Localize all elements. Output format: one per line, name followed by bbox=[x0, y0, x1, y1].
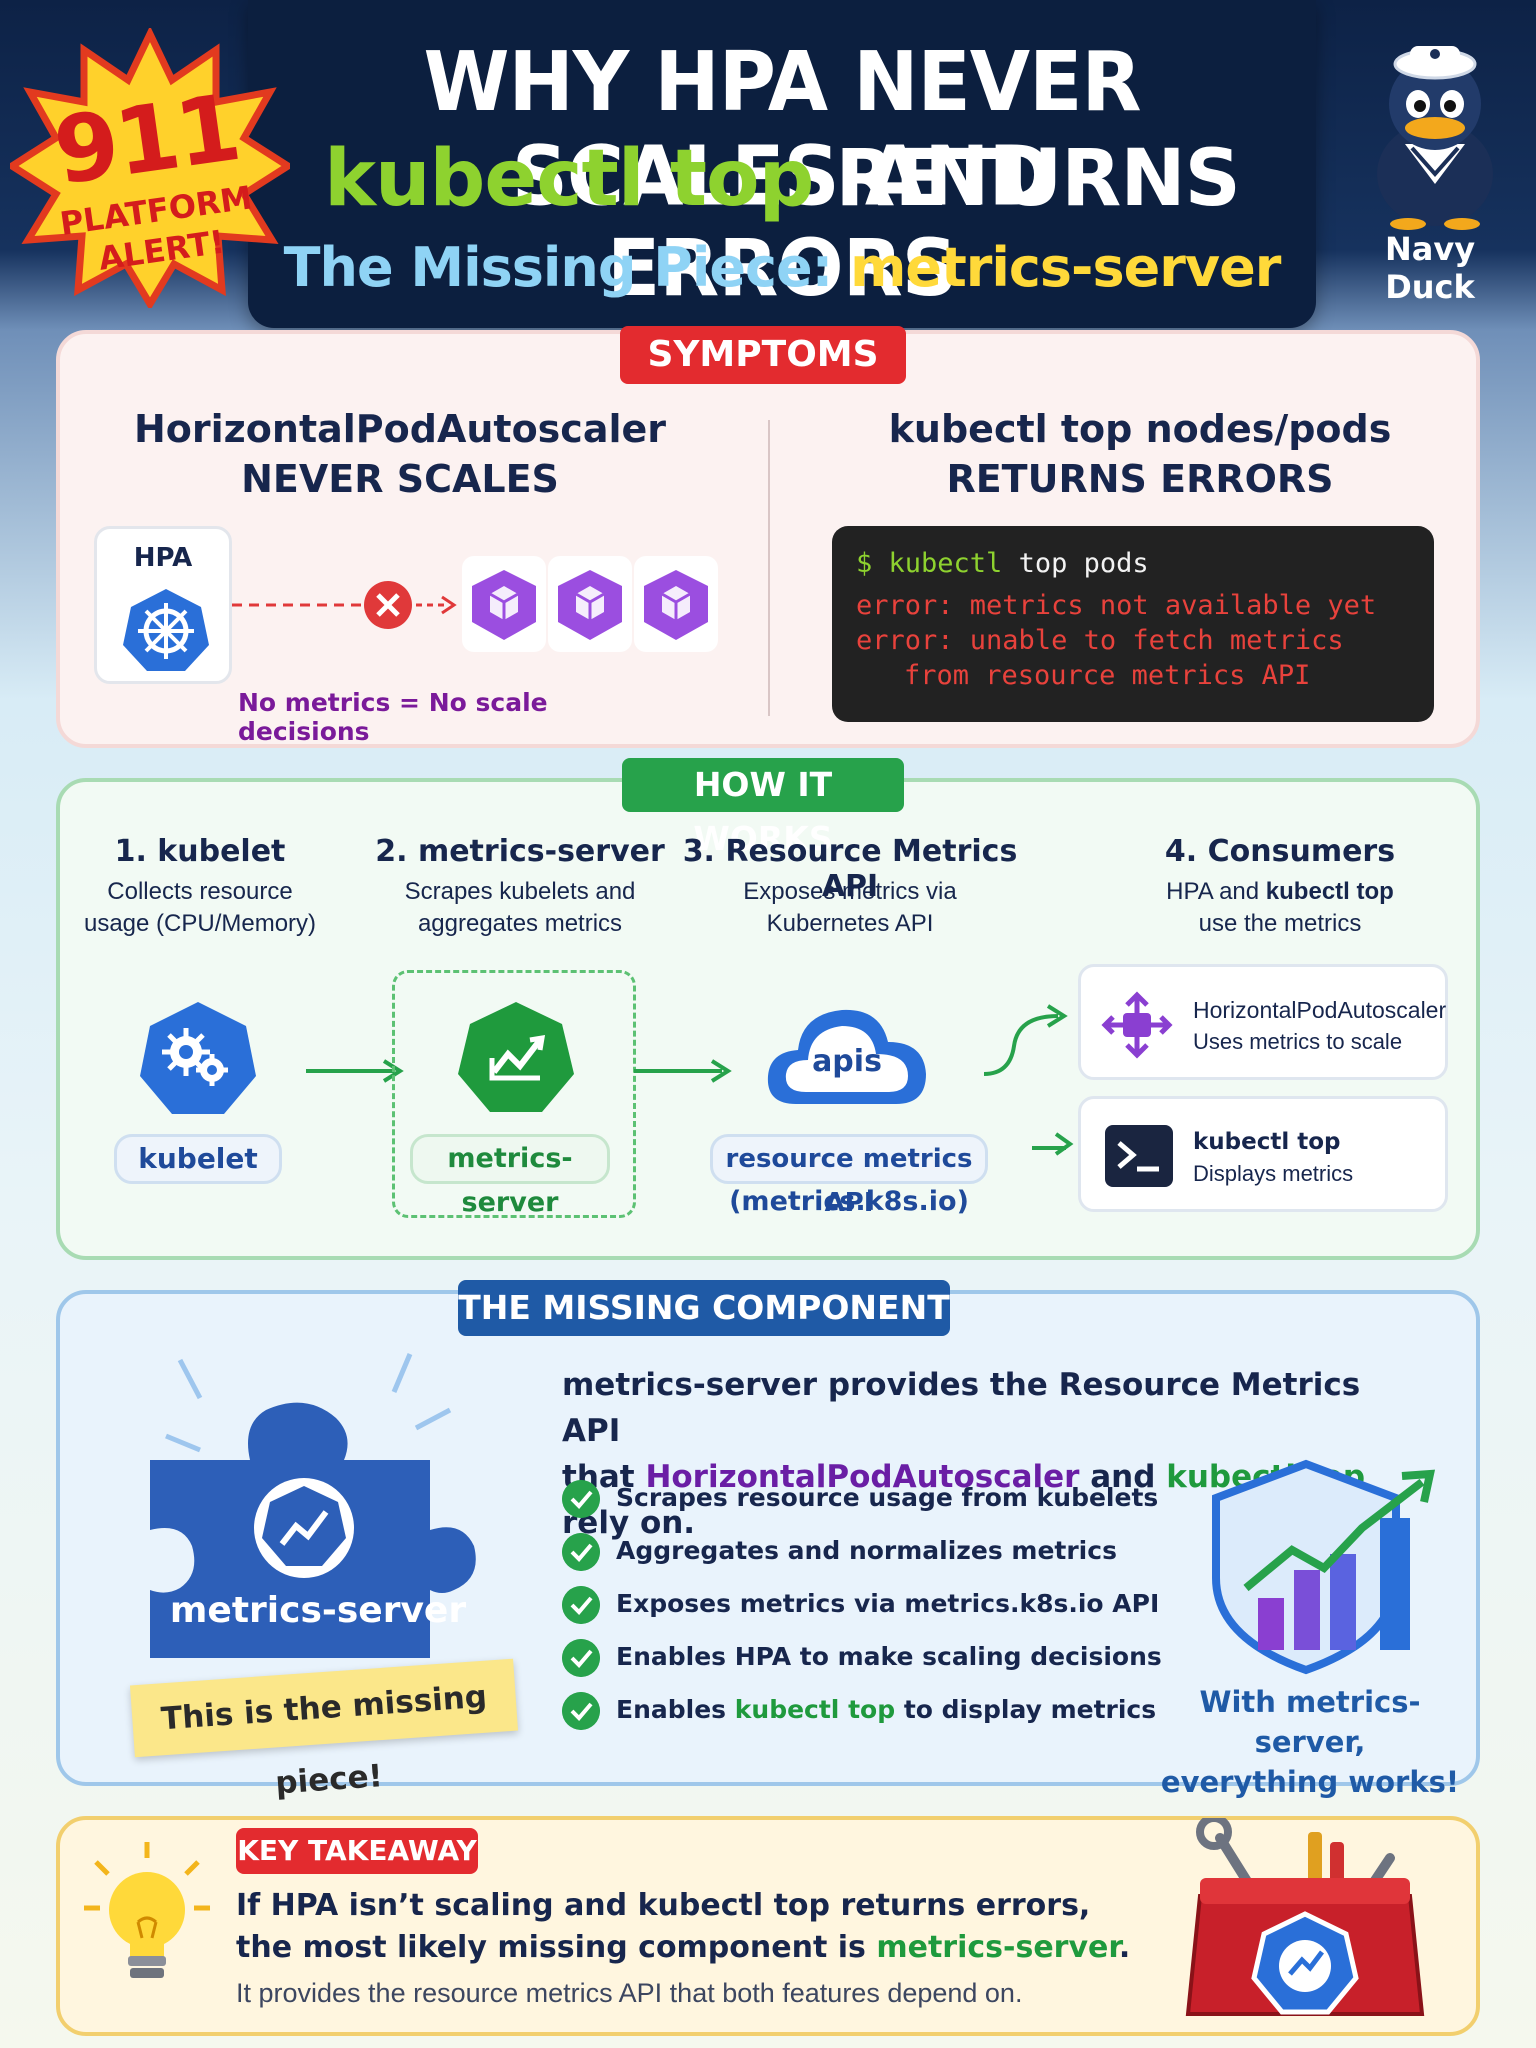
check-item-text: Enables kubectl top to display metrics bbox=[616, 1695, 1157, 1724]
checkmark-icon bbox=[562, 1480, 600, 1518]
step-4-title: 4. Consumers bbox=[1164, 834, 1396, 869]
consumer-hpa-card: HorizontalPodAutoscaler Uses metrics to … bbox=[1078, 964, 1448, 1080]
check-item-text: Exposes metrics via metrics.k8s.io API bbox=[616, 1589, 1160, 1618]
mascot-label: Navy Duck bbox=[1384, 230, 1476, 306]
check-item-text: Aggregates and normalizes metrics bbox=[616, 1536, 1117, 1565]
kubernetes-helm-icon bbox=[123, 589, 209, 671]
title-line2-text: RETURNS ERRORS bbox=[607, 134, 1241, 314]
symptoms-divider bbox=[768, 420, 770, 716]
hpa-label: HPA bbox=[133, 543, 193, 573]
pod-cube-icon bbox=[558, 570, 622, 640]
branch-arrows-icon bbox=[983, 1004, 1074, 1156]
pod-box bbox=[548, 556, 632, 652]
terminal-error-1: error: metrics not available yet bbox=[856, 590, 1377, 621]
symptom-hpa-title-2: NEVER SCALES bbox=[241, 457, 559, 501]
missing-component-tag: THE MISSING COMPONENT bbox=[458, 1280, 950, 1336]
how-it-works-tag: HOW IT WORKS bbox=[622, 758, 904, 858]
blocked-arrow bbox=[232, 581, 457, 629]
navy-duck-mascot-icon bbox=[1377, 46, 1493, 230]
takeaway-subtext: It provides the resource metrics API tha… bbox=[236, 1978, 1023, 2008]
subtitle-highlight: metrics-server bbox=[850, 236, 1281, 299]
consumer-kubectl-title: kubectl top bbox=[1193, 1129, 1341, 1155]
metrics-server-pill: metrics-server bbox=[410, 1134, 610, 1218]
metrics-k8s-io-label: (metrics.k8s.io) bbox=[729, 1186, 969, 1217]
consumer-hpa-sub: Uses metrics to scale bbox=[1193, 1029, 1403, 1054]
flow-arrow-icon bbox=[634, 1059, 732, 1083]
check-item-text: Enables HPA to make scaling decisions bbox=[616, 1642, 1162, 1671]
resource-metrics-api-pill: resource metrics API bbox=[710, 1134, 988, 1218]
step-2-title: 2. metrics-server bbox=[375, 834, 665, 869]
pod-box bbox=[634, 556, 718, 652]
terminal-prompt: $ kubectl bbox=[856, 548, 1003, 579]
check-item-text: Scrapes resource usage from kubelets bbox=[616, 1483, 1159, 1512]
metrics-server-highlight-box bbox=[392, 970, 636, 1218]
consumer-kubectl-sub: Displays metrics bbox=[1193, 1161, 1354, 1186]
lightbulb-icon bbox=[84, 1842, 210, 1978]
subtitle: The Missing Piece: metrics-server bbox=[248, 236, 1316, 299]
terminal-icon bbox=[1105, 1125, 1173, 1187]
hpa-card: HPA bbox=[94, 526, 232, 684]
kubelet-pill: kubelet bbox=[114, 1134, 282, 1184]
platform-alert-burst: 911 PLATFORM ALERT! bbox=[5, 25, 295, 311]
takeaway-line1: If HPA isn’t scaling and kubectl top ret… bbox=[236, 1888, 1091, 1923]
missing-headline-1: metrics-server provides the Resource Met… bbox=[562, 1367, 1361, 1449]
with-metrics-server-caption: With metrics-server, everything works! bbox=[1160, 1685, 1460, 1799]
step-1-title: 1. kubelet bbox=[114, 834, 286, 869]
step-3-title: 3. Resource Metrics API bbox=[682, 834, 1018, 904]
symptom-hpa-title-1: HorizontalPodAutoscaler bbox=[134, 407, 666, 451]
checkmark-icon bbox=[562, 1639, 600, 1677]
symptom-top-title-2: RETURNS ERRORS bbox=[946, 457, 1334, 501]
consumer-kubectl-card: kubectl top Displays metrics bbox=[1078, 1096, 1448, 1212]
symptoms-tag: SYMPTOMS bbox=[620, 326, 906, 384]
step-4-desc: HPA and kubectl top use the metrics bbox=[1166, 878, 1394, 937]
puzzle-piece-icon bbox=[150, 1353, 476, 1658]
metrics-server-icon bbox=[458, 1002, 574, 1112]
toolbox-icon bbox=[1185, 1818, 1425, 2016]
kubelet-icon bbox=[140, 1002, 256, 1114]
flow-arrow-icon bbox=[306, 1059, 404, 1083]
hpa-scale-icon bbox=[1101, 991, 1173, 1059]
terminal-error-3: from resource metrics API bbox=[904, 660, 1311, 691]
pod-box bbox=[462, 556, 546, 652]
symptom-top-title: kubectl top nodes/pods RETURNS ERRORS bbox=[820, 404, 1460, 504]
symptom-hpa-title: HorizontalPodAutoscaler NEVER SCALES bbox=[120, 404, 680, 504]
pod-cube-icon bbox=[472, 570, 536, 640]
starburst-icon bbox=[5, 25, 295, 311]
subtitle-prefix: The Missing Piece: bbox=[283, 236, 834, 299]
consumer-hpa-title: HorizontalPodAutoscaler bbox=[1193, 997, 1447, 1023]
checkmark-icon bbox=[562, 1586, 600, 1624]
title-line1: WHY HPA NEVER SCALES AND bbox=[423, 35, 1141, 225]
checkmark-icon bbox=[562, 1533, 600, 1571]
checkmark-icon bbox=[562, 1692, 600, 1730]
terminal-window: $ kubectl top pods error: metrics not av… bbox=[832, 526, 1434, 722]
symptom-top-title-1: kubectl top nodes/pods bbox=[888, 407, 1392, 451]
pod-cube-icon bbox=[644, 570, 708, 640]
puzzle-label: metrics-server bbox=[169, 1590, 467, 1631]
title-highlight: kubectl top bbox=[324, 134, 814, 224]
no-metrics-caption: No metrics = No scale decisions bbox=[238, 688, 548, 746]
terminal-command: top pods bbox=[1018, 548, 1149, 579]
terminal-error-2: error: unable to fetch metrics bbox=[856, 625, 1344, 656]
shield-growth-icon bbox=[1212, 1459, 1436, 1675]
apis-cloud-label: apis bbox=[812, 1044, 882, 1079]
key-takeaway-tag: KEY TAKEAWAY bbox=[236, 1828, 478, 1874]
takeaway-line2: the most likely missing component is met… bbox=[236, 1930, 1131, 1965]
terminal-command-line: $ kubectl top pods bbox=[856, 548, 1149, 579]
apis-cloud-icon bbox=[767, 1009, 926, 1104]
